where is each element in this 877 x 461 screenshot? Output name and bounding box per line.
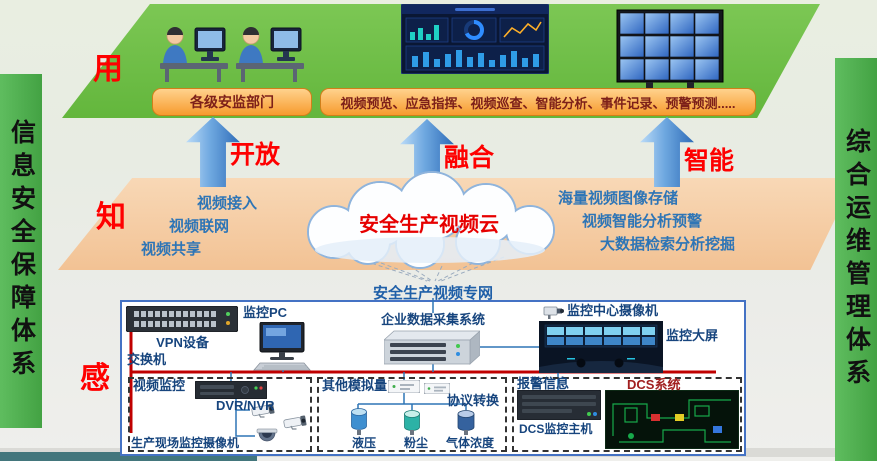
vpn-device-label: VPN设备: [156, 335, 209, 350]
switch-label: 交换机: [127, 352, 167, 367]
arrow-label-fusion: 融合: [444, 144, 495, 172]
functions-box-label: 视频预览、应急指挥、视频巡查、智能分析、事件记录、预警预测.....: [340, 95, 736, 111]
industrial-server-image: [384, 328, 480, 366]
private-network-label: 安全生产视频专网: [372, 285, 493, 302]
left-banner-text: 信息安全保障体系: [7, 119, 36, 383]
bottom-teal-strip: [0, 452, 257, 461]
cloud-title: 安全生产视频云: [359, 214, 499, 236]
group-analog-title: 其他模拟量: [322, 378, 388, 393]
collector-label: 企业数据采集系统: [380, 312, 485, 327]
know-item-access: 视频接入: [197, 195, 258, 212]
protocol-converter-icon: [424, 383, 450, 394]
cctv-camera-icon: [543, 304, 565, 320]
video-wall-image: [616, 9, 724, 95]
dcs-hmi-screen-image: [605, 390, 739, 449]
dvr-label: DVR/NVR: [216, 398, 275, 413]
dept-box-label: 各级安监部门: [190, 94, 274, 110]
analytics-dashboard-image: [401, 4, 549, 74]
sensor-label-hydraulic: 液压: [352, 436, 377, 450]
converter-label: 协议转换: [447, 393, 500, 408]
dcs-system-label: DCS系统: [627, 377, 681, 392]
dcs-host-image: [517, 390, 601, 420]
layer-tag-sense: 感: [80, 362, 110, 395]
bullet-camera-icon: [250, 402, 278, 418]
group-video-surveillance: [128, 377, 312, 452]
sensor-label-dust: 粉尘: [404, 436, 429, 450]
center-camera-label: 监控中心摄像机: [567, 303, 659, 318]
right-banner: 综合运维管理体系: [835, 58, 877, 461]
big-screen-label: 监控大屏: [666, 328, 719, 343]
arrow-label-open: 开放: [230, 141, 281, 169]
right-banner-text: 综合运维管理体系: [842, 127, 871, 392]
operator-workstation-icon: [233, 16, 307, 84]
network-switch-image: [126, 306, 238, 332]
sensor-cylinder-icon: [402, 409, 422, 435]
dome-camera-icon: [255, 428, 279, 446]
layer-tag-use: 用: [93, 53, 123, 86]
protocol-converter-icon: [388, 380, 420, 393]
arrow-label-smart: 智能: [684, 147, 735, 175]
know-item-storage: 海量视频图像存储: [558, 190, 679, 207]
dcs-host-label: DCS监控主机: [519, 422, 593, 436]
group-alarm-title: 报警信息: [517, 376, 570, 391]
bullet-camera-icon: [282, 414, 310, 430]
monitor-pc-label: 监控PC: [243, 305, 288, 320]
functions-box: 视频预览、应急指挥、视频巡查、智能分析、事件记录、预警预测.....: [320, 88, 756, 116]
dvr-device-image: [195, 381, 267, 399]
group-analog-signals: [317, 377, 507, 452]
site-cameras-label: 生产现场监控摄像机: [131, 436, 240, 450]
layer-tag-know: 知: [96, 201, 126, 234]
sensor-label-gas: 气体浓度: [446, 436, 495, 450]
know-item-network: 视频联网: [169, 218, 230, 235]
cloud-shape: [272, 170, 587, 270]
operator-workstation-icon: [157, 16, 231, 84]
know-item-analysis: 视频智能分析预警: [582, 213, 703, 230]
group-video-title: 视频监控: [133, 378, 186, 393]
desktop-pc-image: [250, 322, 314, 372]
group-dcs-alarm: [512, 377, 742, 452]
know-item-bigdata: 大数据检索分析挖掘: [600, 236, 736, 253]
control-room-image: [539, 321, 663, 373]
know-item-share: 视频共享: [141, 241, 202, 258]
dept-box: 各级安监部门: [152, 88, 312, 116]
sensor-cylinder-icon: [349, 407, 369, 435]
left-banner: 信息安全保障体系: [0, 74, 42, 428]
sensor-cylinder-icon: [455, 409, 477, 435]
